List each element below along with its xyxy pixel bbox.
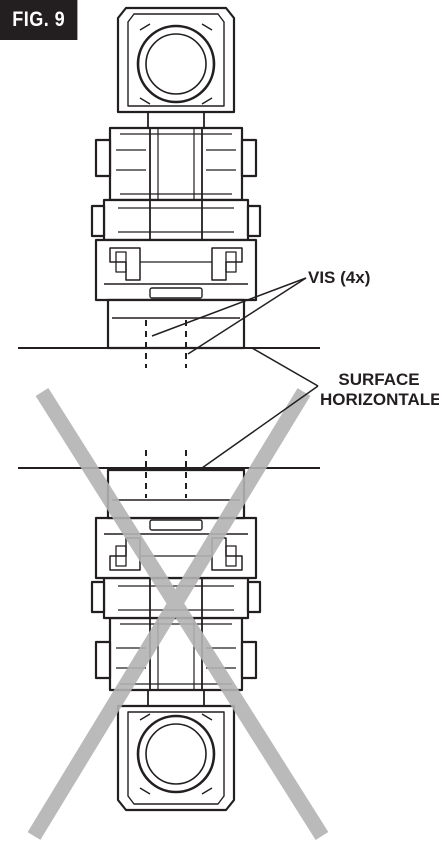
figure-label: FIG. 9 — [0, 0, 78, 40]
horizontal-surface-callout-line2: HORIZONTALE — [320, 390, 439, 409]
screws-callout: VIS (4x) — [308, 268, 371, 287]
horizontal-surface-callout: SURFACE HORIZONTALE — [320, 370, 439, 410]
screw-hidden-lines-inverted — [145, 450, 187, 498]
device-upright — [90, 6, 262, 350]
leader-lines — [151, 277, 319, 469]
screw-hidden-lines-upright — [145, 320, 187, 368]
prohibited-cross-icon — [27, 387, 329, 841]
horizontal-surface-callout-line1: SURFACE — [338, 370, 420, 389]
